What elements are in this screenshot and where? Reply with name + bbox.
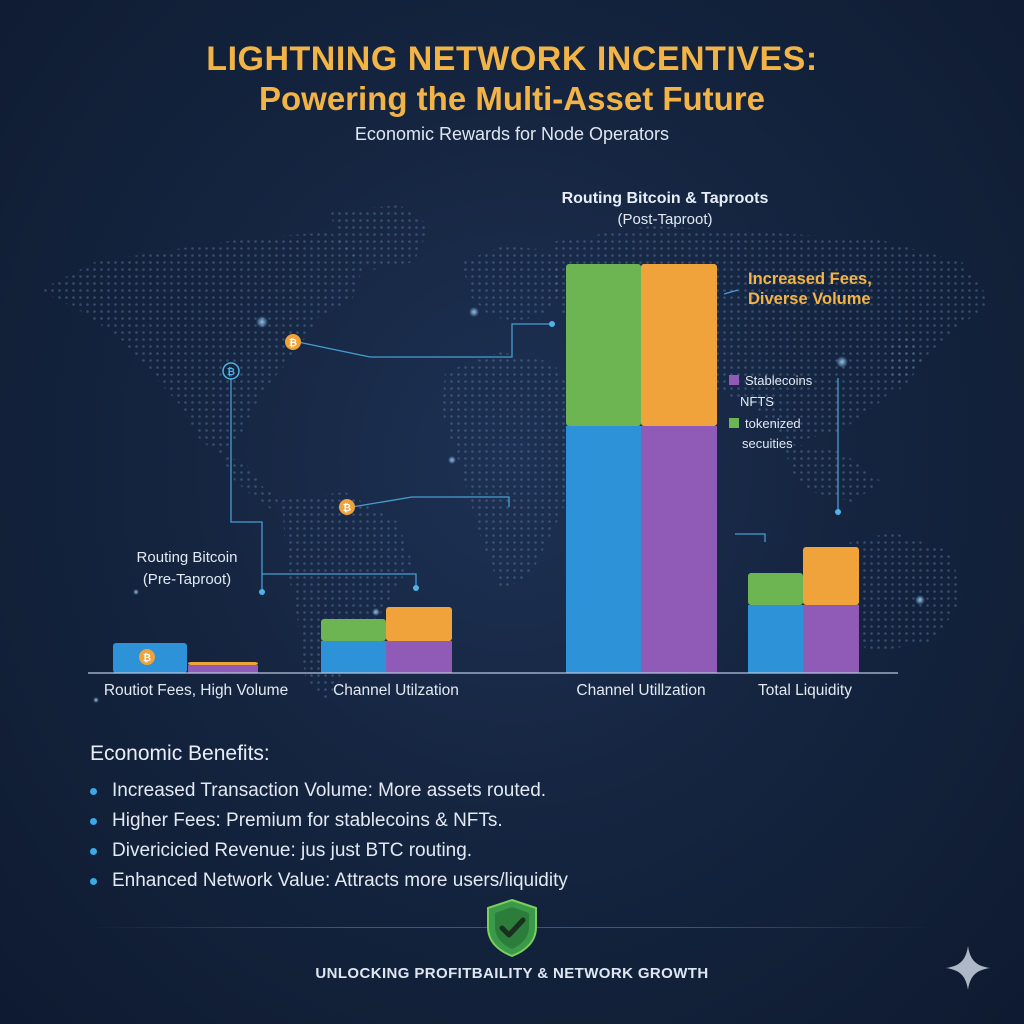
- benefit-text: Higher Fees: Premium for stablecoins & N…: [112, 810, 503, 831]
- benefit-text: Increased Transaction Volume: More asset…: [112, 780, 547, 801]
- page-title-line-2: Powering the Multi-Asset Future: [258, 80, 766, 117]
- legend-label: secuities: [742, 436, 793, 451]
- page-title: LIGHTNING NETWORK INCENTIVES:: [206, 40, 818, 78]
- pre-taproot-label: Routing Bitcoin: [137, 549, 238, 566]
- benefit-text: Enhanced Network Value: Attracts more us…: [112, 870, 568, 891]
- connector-line: [262, 573, 417, 588]
- bullet-dot-icon: [90, 878, 97, 885]
- svg-text:₿: ₿: [227, 366, 235, 378]
- bar-segment-blue: [748, 605, 803, 673]
- legend-swatch-tokenized: [729, 418, 739, 428]
- bar-segment-blue: [566, 426, 641, 673]
- economic-benefits-section: Economic Benefits: Increased Transaction…: [90, 742, 890, 896]
- shield-check-icon: [487, 898, 537, 958]
- bitcoin-outline-marker-icon: ₿: [222, 362, 240, 380]
- svg-text:₿: ₿: [343, 502, 351, 514]
- post-taproot-label: Routing Bitcoin & Taproots: [562, 190, 769, 207]
- sparkle-icon: [946, 946, 990, 990]
- bar-segment-purple: [641, 426, 717, 673]
- category-label: Channel Utilzation: [333, 682, 459, 699]
- bar-segment-orange: [188, 662, 258, 665]
- bar-segment-orange: [641, 264, 717, 426]
- bar-segment-orange: [386, 607, 452, 641]
- pre-taproot-sublabel: (Pre-Taproot): [143, 571, 231, 588]
- benefit-item: Higher Fees: Premium for stablecoins & N…: [90, 806, 890, 836]
- connector-line: [735, 533, 766, 542]
- connector-line: [297, 323, 552, 358]
- legend-label: tokenized: [745, 416, 801, 431]
- category-label: Routiot Fees, High Volume: [104, 682, 288, 699]
- benefit-item: Divericicied Revenue: jus just BTC routi…: [90, 836, 890, 866]
- bullet-dot-icon: [90, 818, 97, 825]
- bar-segment-purple: [803, 605, 859, 673]
- increase-annotation-line-2: Diverse Volume: [748, 290, 871, 308]
- post-taproot-sublabel: (Post-Taproot): [617, 211, 712, 228]
- legend-label: Stablecoins: [745, 373, 813, 388]
- bitcoin-coin-icon: ₿: [139, 649, 155, 665]
- benefit-text: Divericicied Revenue: jus just BTC routi…: [112, 840, 473, 861]
- benefit-item: Increased Transaction Volume: More asset…: [90, 776, 890, 806]
- increase-annotation: Increased Fees,: [748, 270, 872, 288]
- bar-segment-blue: [321, 641, 386, 673]
- bar-segment-orange: [803, 547, 859, 605]
- connector-node: [835, 509, 841, 515]
- connector-line: [723, 289, 739, 295]
- page-subtitle: Economic Rewards for Node Operators: [354, 124, 670, 144]
- bar-segment-purple: [386, 641, 452, 673]
- svg-text:₿: ₿: [289, 337, 297, 349]
- legend-swatch-stablecoins: [729, 375, 739, 385]
- bullet-dot-icon: [90, 788, 97, 795]
- bullet-dot-icon: [90, 848, 97, 855]
- benefits-heading: Economic Benefits:: [90, 742, 270, 765]
- bar-segment-green: [566, 264, 641, 426]
- category-label: Total Liquidity: [758, 682, 852, 699]
- bar-segment-purple: [188, 665, 258, 673]
- bar-segment-green: [321, 619, 386, 641]
- connector-node: [549, 321, 555, 327]
- footer-tagline: UNLOCKING PROFITBAILITY & NETWORK GROWTH: [315, 965, 709, 982]
- bitcoin-map-marker-icon: ₿: [285, 334, 301, 350]
- bitcoin-map-marker-icon: ₿: [339, 499, 355, 515]
- connector-line: [230, 372, 263, 592]
- benefit-item: Enhanced Network Value: Attracts more us…: [90, 866, 890, 896]
- connector-node: [413, 585, 419, 591]
- category-label: Channel Utillzation: [576, 682, 705, 699]
- connector-node: [259, 589, 265, 595]
- connector-line: [351, 496, 510, 508]
- bar-segment-green: [748, 573, 803, 605]
- svg-text:₿: ₿: [143, 652, 151, 664]
- legend-label: NFTS: [740, 394, 774, 409]
